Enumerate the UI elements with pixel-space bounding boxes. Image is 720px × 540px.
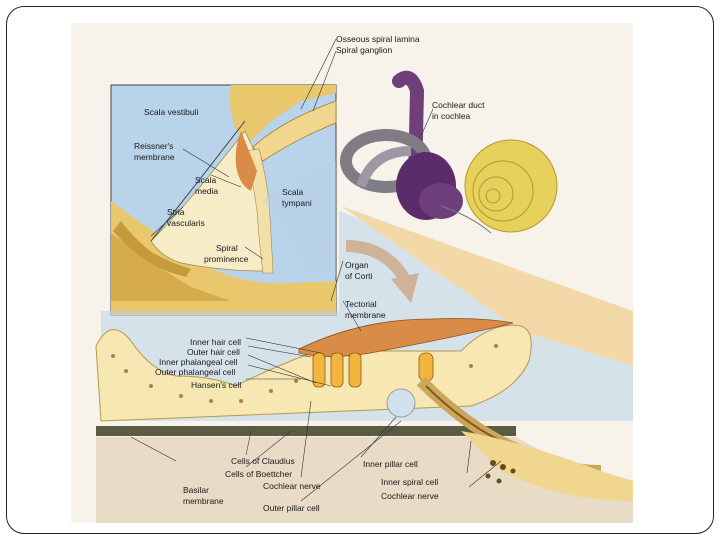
label-cochlear-nerve-right: Cochlear nerve: [381, 491, 439, 501]
leader-lines: [130, 38, 502, 502]
label-basilar-1: Basilar: [183, 485, 209, 495]
label-hansens-cell: Hansen's cell: [191, 380, 242, 390]
inset-cross-section: [110, 84, 337, 316]
organ-of-corti: [95, 206, 633, 523]
label-tectorial-1: Tectorial: [345, 299, 377, 309]
cochlea-illustration: [71, 23, 633, 523]
label-reissners-1: Reissner's: [134, 141, 174, 151]
label-cells-boettcher: Cells of Boettcher: [225, 469, 293, 479]
label-cochlear-nerve-mid: Cochlear nerve: [263, 481, 321, 491]
label-outer-phalangeal-cell: Outer phalangeal cell: [155, 367, 236, 377]
label-stria-1: Stria: [167, 207, 185, 217]
label-osseous-spiral-lamina: Osseous spiral lamina: [336, 34, 420, 44]
label-tectorial-2: membrane: [345, 310, 386, 320]
label-inner-hair-cell: Inner hair cell: [190, 337, 242, 347]
label-outer-hair-cell: Outer hair cell: [187, 347, 240, 357]
label-scala-tympani-1: Scala: [282, 187, 304, 197]
label-organ-corti-2: of Corti: [345, 271, 373, 281]
label-scala-tympani-2: tympani: [282, 198, 312, 208]
label-spiral-prominence-2: prominence: [204, 254, 249, 264]
label-cochlear-duct-2: in cochlea: [432, 111, 471, 121]
cochlea-shell: [440, 139, 558, 234]
label-inner-phalangeal-cell: Inner phalangeal cell: [159, 357, 238, 367]
label-organ-corti-1: Organ: [345, 260, 369, 270]
label-cells-claudius: Cells of Claudius: [231, 456, 295, 466]
label-inner-pillar-cell: Inner pillar cell: [363, 459, 418, 469]
label-outer-pillar-cell: Outer pillar cell: [263, 503, 320, 513]
label-basilar-2: membrane: [183, 496, 224, 506]
label-scala-media-1: Scala: [195, 175, 217, 185]
label-reissners-2: membrane: [134, 152, 175, 162]
labyrinth: [340, 70, 463, 220]
label-scala-vestibuli: Scala vestibuli: [144, 107, 199, 117]
label-inner-spiral-cell: Inner spiral cell: [381, 477, 439, 487]
slide-frame: Osseous spiral lamina Spiral ganglion Co…: [6, 6, 714, 534]
label-scala-media-2: media: [195, 186, 219, 196]
label-stria-2: vascularis: [167, 218, 205, 228]
label-spiral-prominence-1: Spiral: [216, 243, 238, 253]
label-spiral-ganglion: Spiral ganglion: [336, 45, 393, 55]
label-cochlear-duct-1: Cochlear duct: [432, 100, 485, 110]
